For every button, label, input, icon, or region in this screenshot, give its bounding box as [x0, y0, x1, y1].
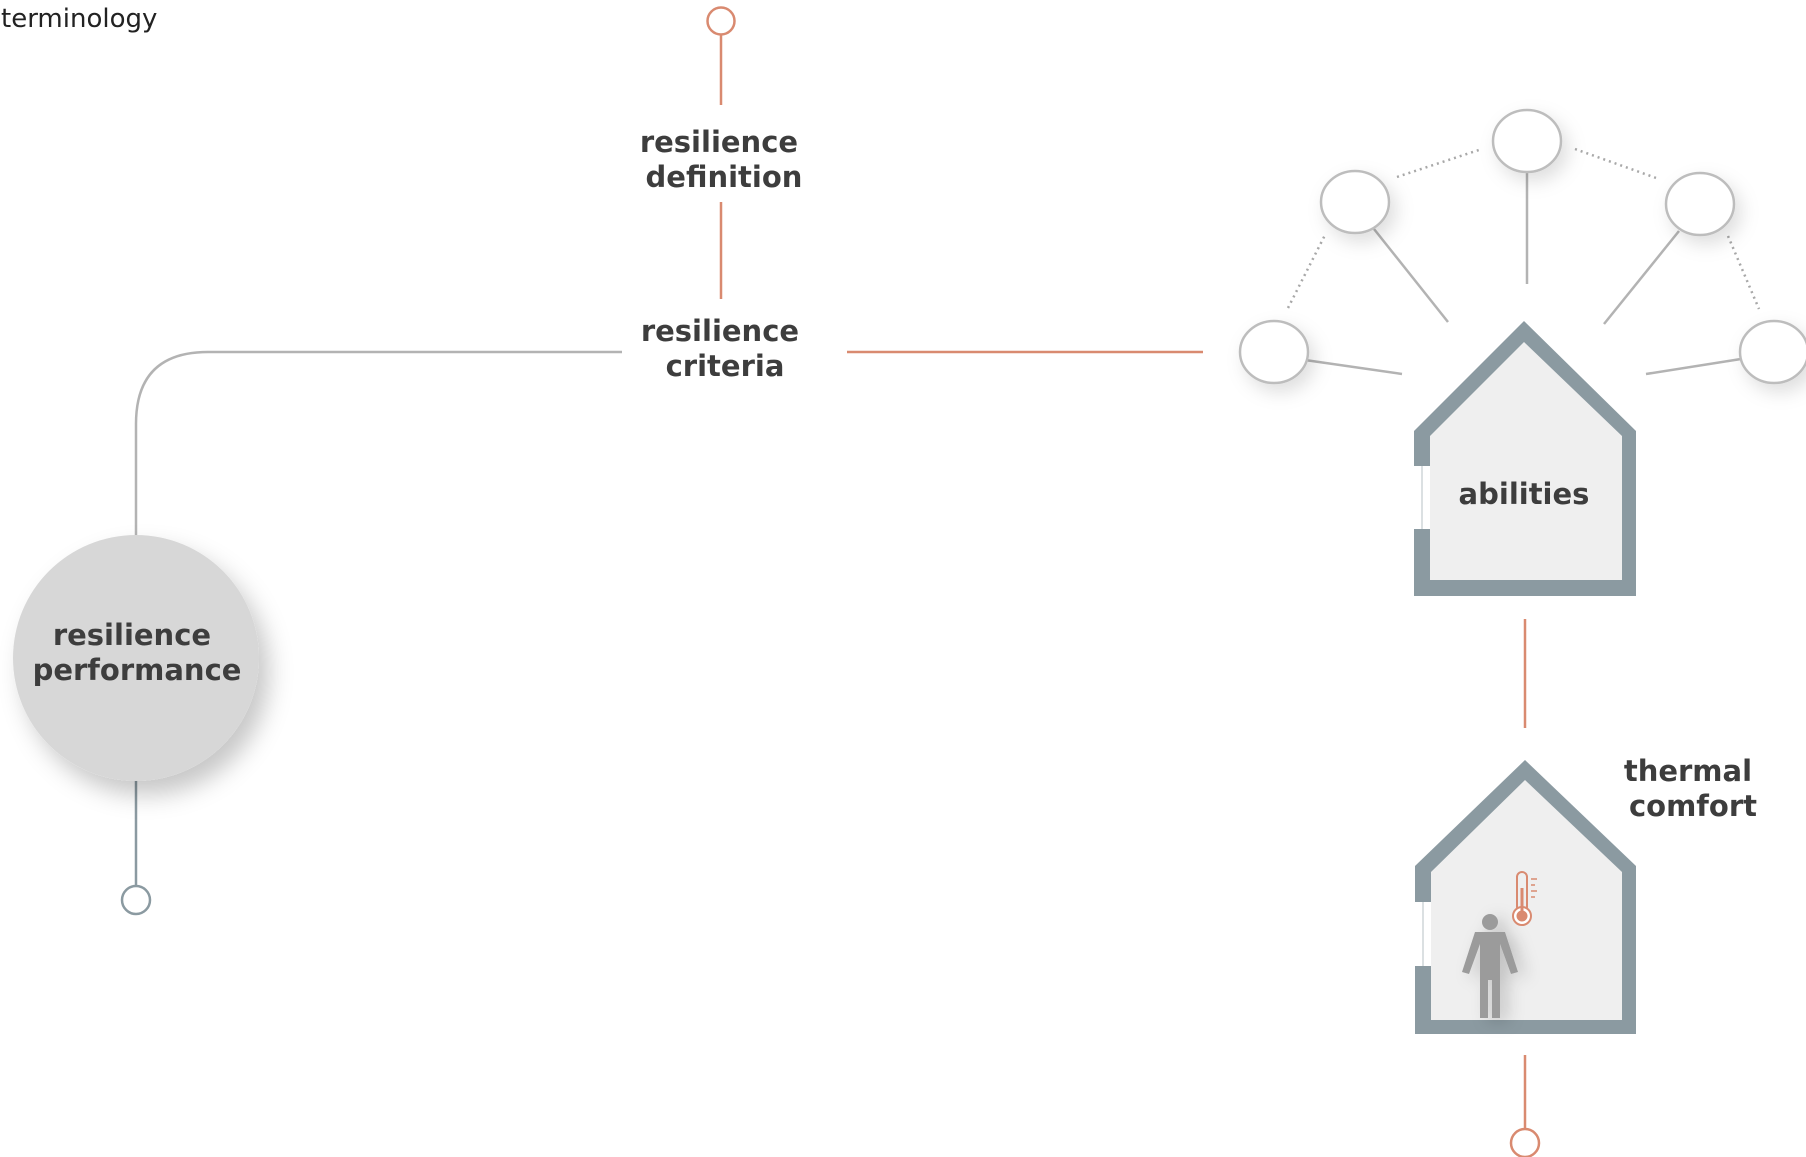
ability-branch-lines — [1304, 172, 1742, 376]
ability-node — [1238, 319, 1310, 385]
abilities-label: abilities — [1459, 477, 1590, 511]
thermal-comfort-house — [1415, 760, 1636, 1034]
ability-node — [1319, 169, 1391, 235]
label-line: thermal — [1624, 754, 1752, 788]
label-line: resilience — [640, 125, 798, 159]
bottom-left-end-node — [120, 884, 152, 916]
label-line: performance — [33, 653, 242, 687]
ability-node — [1491, 108, 1563, 174]
label-line: resilience — [53, 618, 211, 652]
ability-node — [1738, 319, 1806, 385]
resilience-definition-label: resilience definition — [640, 125, 808, 194]
resilience-performance-label: resilience performance — [33, 618, 242, 687]
bottom-right-end-node — [1509, 1127, 1541, 1157]
ability-dotted-links — [1286, 147, 1761, 310]
label-line: definition — [646, 160, 803, 194]
thermometer-icon — [1512, 871, 1537, 926]
top-end-node — [706, 6, 736, 36]
abilities-house — [1414, 321, 1636, 596]
ability-node — [1664, 171, 1736, 237]
resilience-criteria-label: resilience criteria — [641, 314, 809, 383]
label-line: resilience — [641, 314, 799, 348]
ability-sub-nodes — [1238, 108, 1806, 385]
page-title: terminology — [1, 4, 157, 34]
criteria-performance-connector — [134, 350, 622, 535]
thermal-comfort-label: thermal comfort — [1624, 754, 1762, 823]
person-icon — [1462, 914, 1518, 1018]
label-line: criteria — [666, 349, 785, 383]
resilience-performance-node — [13, 535, 259, 781]
label-line: comfort — [1629, 789, 1757, 823]
